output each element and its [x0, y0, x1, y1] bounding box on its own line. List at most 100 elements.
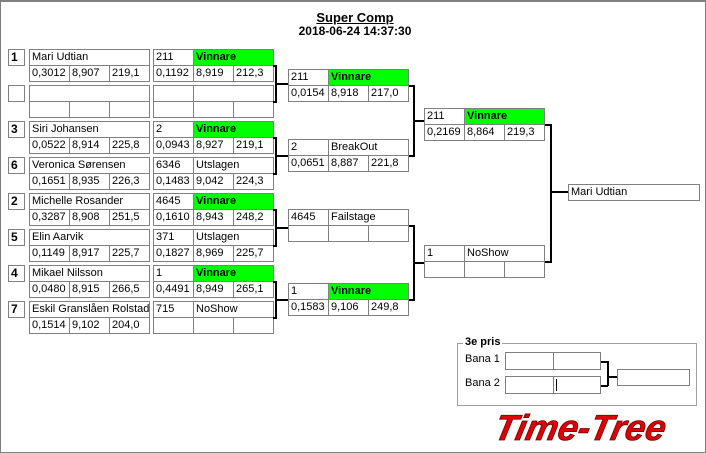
racer-time-2[interactable] — [109, 101, 150, 118]
racer-time-0[interactable]: 0,1149 — [29, 245, 70, 262]
round1-result-time-1[interactable]: 9,042 — [193, 173, 234, 190]
racer-time-1[interactable]: 8,915 — [69, 281, 110, 298]
round1-result-id[interactable]: 6346 — [153, 157, 194, 174]
round2-result-time-2[interactable]: 249,8 — [368, 299, 409, 316]
racer-time-2[interactable]: 225,8 — [109, 137, 150, 154]
round3-result-time-1[interactable] — [464, 261, 505, 278]
round1-result-time-2[interactable]: 265,1 — [233, 281, 274, 298]
round1-result-time-0[interactable]: 0,1483 — [153, 173, 194, 190]
round2-result-status[interactable]: BreakOut — [328, 139, 409, 156]
round1-result-id[interactable]: 211 — [153, 49, 194, 66]
racer-time-0[interactable] — [29, 101, 70, 118]
round2-result-time-1[interactable]: 9,106 — [328, 299, 369, 316]
racer-time-2[interactable]: 204,0 — [109, 317, 150, 334]
round2-result-status[interactable]: Failstage — [328, 209, 409, 226]
round2-result-time-1[interactable] — [328, 225, 369, 242]
round3-result-time-2[interactable]: 219,3 — [504, 124, 545, 141]
round1-result-time-1[interactable]: 8,919 — [193, 65, 234, 82]
racer-name[interactable]: Michelle Rosander — [29, 193, 150, 210]
round1-result-status[interactable]: Vinnare — [193, 121, 274, 138]
round2-result-time-2[interactable] — [368, 225, 409, 242]
round1-result-time-1[interactable]: 8,969 — [193, 245, 234, 262]
round1-result-status[interactable]: Utslagen — [193, 229, 274, 246]
round1-result-time-0[interactable]: 0,1192 — [153, 65, 194, 82]
racer-time-1[interactable] — [69, 101, 110, 118]
racer-time-0[interactable]: 0,0522 — [29, 137, 70, 154]
round1-result-time-2[interactable]: 212,3 — [233, 65, 274, 82]
round3-result-id[interactable]: 211 — [424, 108, 465, 125]
round1-result-id[interactable]: 371 — [153, 229, 194, 246]
round1-result-time-1[interactable]: 8,949 — [193, 281, 234, 298]
round1-result-time-1[interactable]: 8,927 — [193, 137, 234, 154]
round3-result-time-0[interactable] — [424, 261, 465, 278]
round2-result-time-0[interactable]: 0,1583 — [288, 299, 329, 316]
round1-result-time-2[interactable] — [233, 101, 274, 118]
round3-result-time-0[interactable]: 0,2169 — [424, 124, 465, 141]
racer-name[interactable] — [29, 85, 150, 102]
racer-time-0[interactable]: 0,3012 — [29, 65, 70, 82]
racer-name[interactable]: Veronica Sørensen — [29, 157, 150, 174]
round1-result-status[interactable]: Vinnare — [193, 49, 274, 66]
round1-result-time-2[interactable]: 224,3 — [233, 173, 274, 190]
round1-result-time-0[interactable] — [153, 101, 194, 118]
round2-result-id[interactable]: 4645 — [288, 209, 329, 226]
round1-result-time-1[interactable] — [193, 101, 234, 118]
racer-name[interactable]: Mari Udtian — [29, 49, 150, 66]
round1-result-id[interactable] — [153, 85, 194, 102]
lane2-field-a[interactable] — [505, 376, 554, 394]
racer-time-2[interactable]: 226,3 — [109, 173, 150, 190]
round2-result-id[interactable]: 2 — [288, 139, 329, 156]
round3-result-status[interactable]: Vinnare — [464, 108, 545, 125]
third-place-winner[interactable] — [617, 369, 690, 386]
round2-result-time-0[interactable]: 0,0651 — [288, 155, 329, 172]
racer-time-2[interactable]: 251,5 — [109, 209, 150, 226]
round1-result-id[interactable]: 1 — [153, 265, 194, 282]
round2-result-id[interactable]: 1 — [288, 283, 329, 300]
racer-time-1[interactable]: 8,908 — [69, 209, 110, 226]
round2-result-time-0[interactable] — [288, 225, 329, 242]
round1-result-time-2[interactable]: 219,1 — [233, 137, 274, 154]
racer-time-1[interactable]: 8,914 — [69, 137, 110, 154]
round2-result-time-0[interactable]: 0,0154 — [288, 85, 329, 102]
round2-result-time-1[interactable]: 8,887 — [328, 155, 369, 172]
racer-time-0[interactable]: 0,0480 — [29, 281, 70, 298]
racer-time-2[interactable]: 219,1 — [109, 65, 150, 82]
round2-result-time-2[interactable]: 217,0 — [368, 85, 409, 102]
lane1-field-b[interactable] — [553, 352, 601, 370]
racer-time-1[interactable]: 8,917 — [69, 245, 110, 262]
round2-result-status[interactable]: Vinnare — [328, 69, 409, 86]
racer-name[interactable]: Siri Johansen — [29, 121, 150, 138]
round1-result-time-0[interactable]: 0,4491 — [153, 281, 194, 298]
round2-result-time-1[interactable]: 8,918 — [328, 85, 369, 102]
round1-result-id[interactable]: 715 — [153, 301, 194, 318]
round1-result-status[interactable]: Vinnare — [193, 193, 274, 210]
final-winner[interactable]: Mari Udtian — [568, 184, 700, 201]
round1-result-time-1[interactable] — [193, 317, 234, 334]
racer-time-2[interactable]: 266,5 — [109, 281, 150, 298]
racer-name[interactable]: Elin Aarvik — [29, 229, 150, 246]
round3-result-time-1[interactable]: 8,864 — [464, 124, 505, 141]
round2-result-id[interactable]: 211 — [288, 69, 329, 86]
racer-time-1[interactable]: 8,907 — [69, 65, 110, 82]
racer-time-2[interactable]: 225,7 — [109, 245, 150, 262]
round1-result-status[interactable]: Vinnare — [193, 265, 274, 282]
lane2-field-b[interactable] — [553, 376, 601, 394]
lane1-field-a[interactable] — [505, 352, 554, 370]
round1-result-time-0[interactable]: 0,0943 — [153, 137, 194, 154]
racer-time-1[interactable]: 8,935 — [69, 173, 110, 190]
round2-result-time-2[interactable]: 221,8 — [368, 155, 409, 172]
racer-name[interactable]: Mikael Nilsson — [29, 265, 150, 282]
round1-result-status[interactable] — [193, 85, 274, 102]
racer-name[interactable]: Eskil Granslåen Rolstad — [29, 301, 150, 318]
round1-result-time-2[interactable]: 225,7 — [233, 245, 274, 262]
racer-time-1[interactable]: 9,102 — [69, 317, 110, 334]
round1-result-time-2[interactable]: 248,2 — [233, 209, 274, 226]
racer-time-0[interactable]: 0,3287 — [29, 209, 70, 226]
round1-result-id[interactable]: 4645 — [153, 193, 194, 210]
round1-result-time-0[interactable] — [153, 317, 194, 334]
racer-time-0[interactable]: 0,1514 — [29, 317, 70, 334]
round3-result-id[interactable]: 1 — [424, 245, 465, 262]
round3-result-time-2[interactable] — [504, 261, 545, 278]
round1-result-time-1[interactable]: 8,943 — [193, 209, 234, 226]
round1-result-status[interactable]: NoShow — [193, 301, 274, 318]
